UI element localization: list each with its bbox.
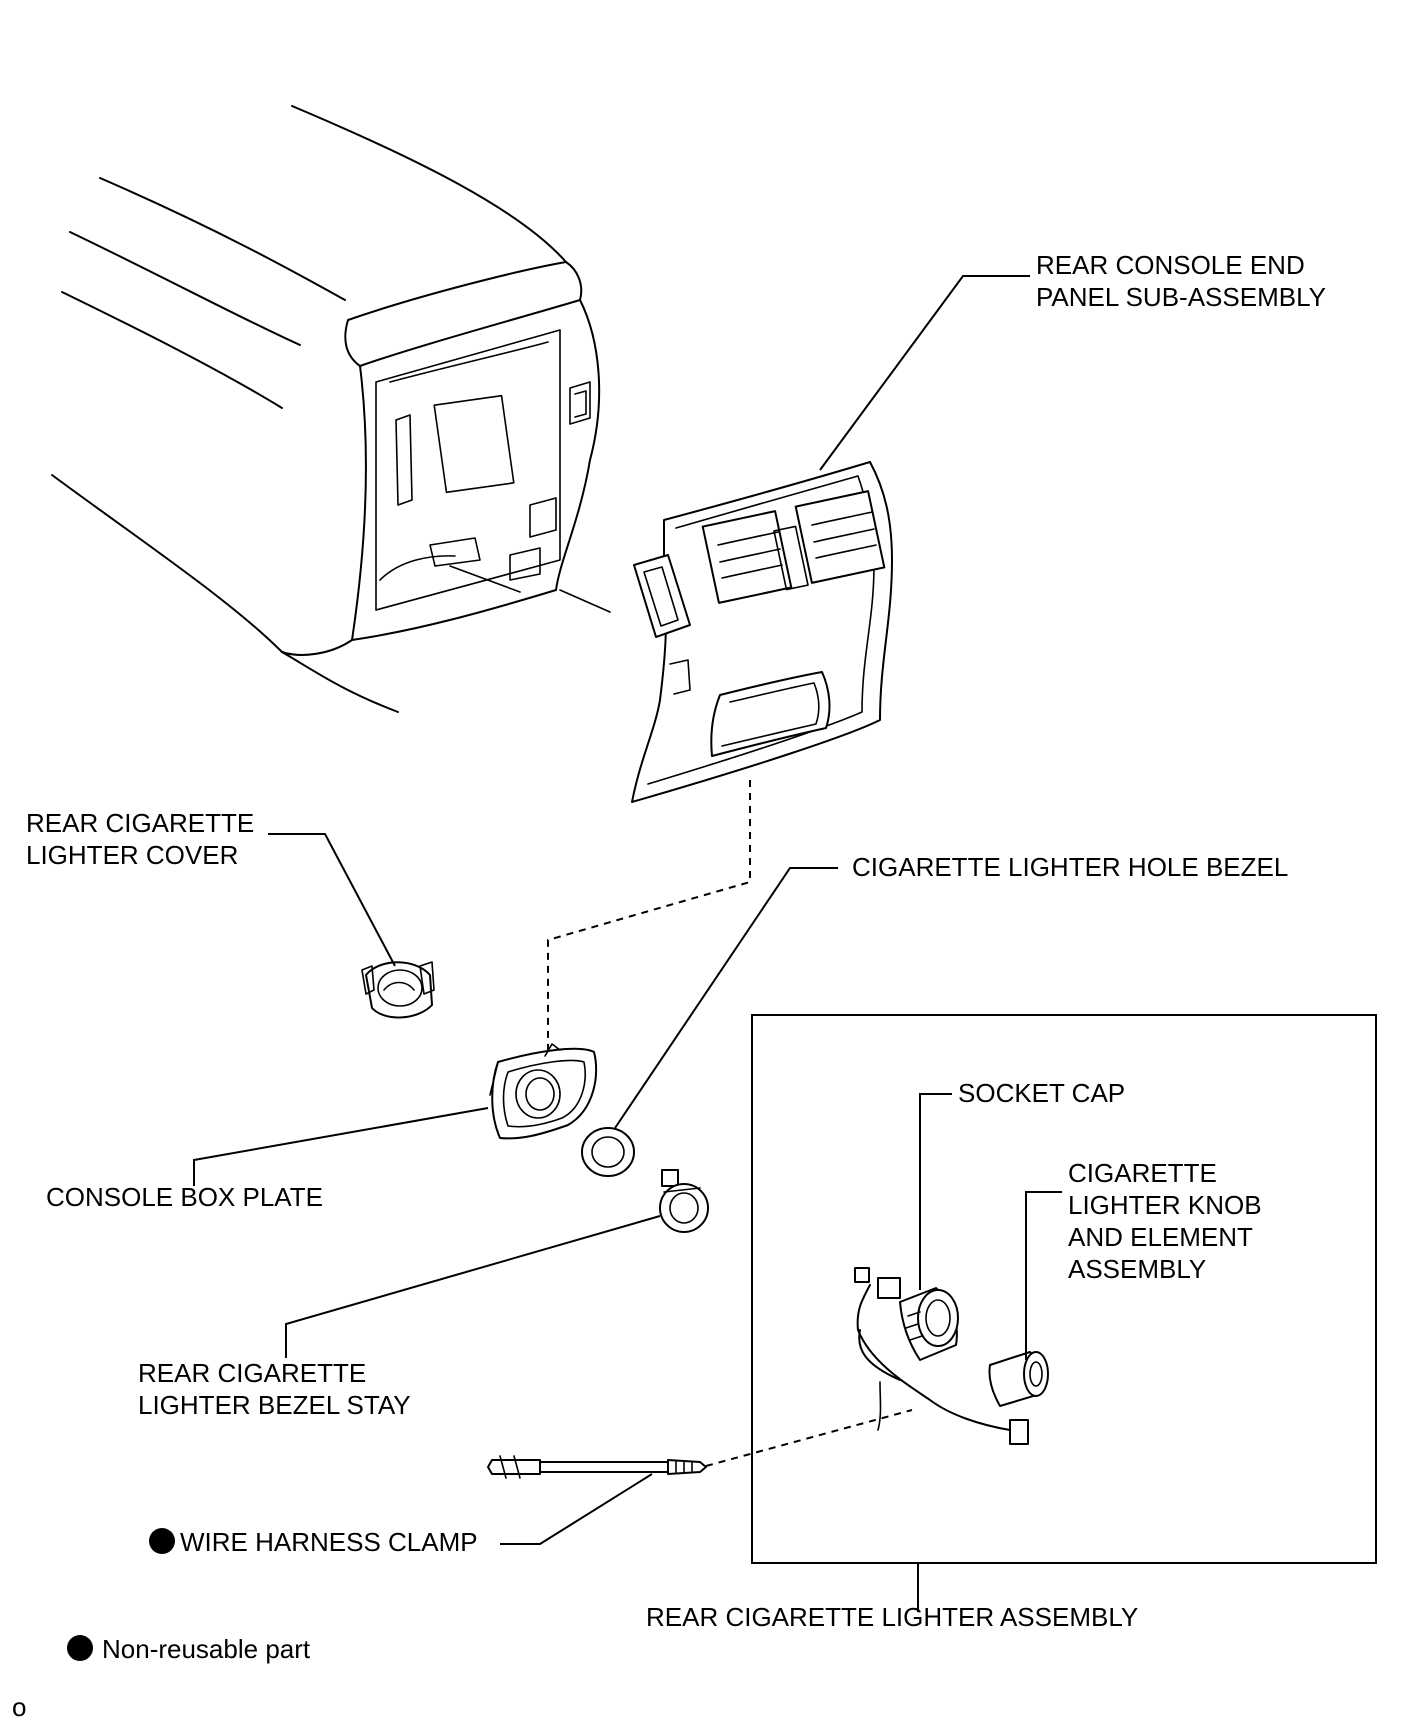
label-knob-line3: AND ELEMENT [1068,1222,1253,1252]
label-socket-cap: SOCKET CAP [958,1078,1125,1108]
label-knob-line2: LIGHTER KNOB [1068,1190,1262,1220]
label-bezel-stay-line2: LIGHTER BEZEL STAY [138,1390,411,1420]
label-knob-line1: CIGARETTE [1068,1158,1217,1188]
label-bezel-stay-line1: REAR CIGARETTE [138,1358,366,1388]
label-lighter-cover-line2: LIGHTER COVER [26,840,238,870]
console-body-illustration [51,105,611,713]
bezel-stay-illustration [659,1169,709,1233]
label-end-panel-line2: PANEL SUB-ASSEMBLY [1036,282,1326,312]
wire-harness-clamp-illustration [487,1455,707,1479]
label-lighter-cover-line1: REAR CIGARETTE [26,808,254,838]
hole-bezel-illustration [581,1127,635,1177]
lighter-assembly-illustration [854,1267,1049,1445]
legend-marker [67,1635,93,1661]
dashed-guides [547,780,913,1467]
non-reusable-marker [149,1528,175,1554]
label-knob-line4: ASSEMBLY [1068,1254,1206,1284]
label-console-box-plate: CONSOLE BOX PLATE [46,1182,323,1212]
label-wire-harness-clamp: WIRE HARNESS CLAMP [180,1527,478,1557]
label-hole-bezel: CIGARETTE LIGHTER HOLE BEZEL [852,852,1288,882]
legend-text: Non-reusable part [102,1634,311,1664]
label-lighter-assembly: REAR CIGARETTE LIGHTER ASSEMBLY [646,1602,1138,1632]
leader-lines [193,275,1062,1612]
lighter-cover-illustration [361,961,435,1019]
lighter-assembly-box [751,1014,1377,1564]
footer-code: o [12,1692,26,1722]
end-panel-illustration [631,461,893,803]
console-box-plate-illustration [489,1043,598,1140]
label-end-panel-line1: REAR CONSOLE END [1036,250,1305,280]
